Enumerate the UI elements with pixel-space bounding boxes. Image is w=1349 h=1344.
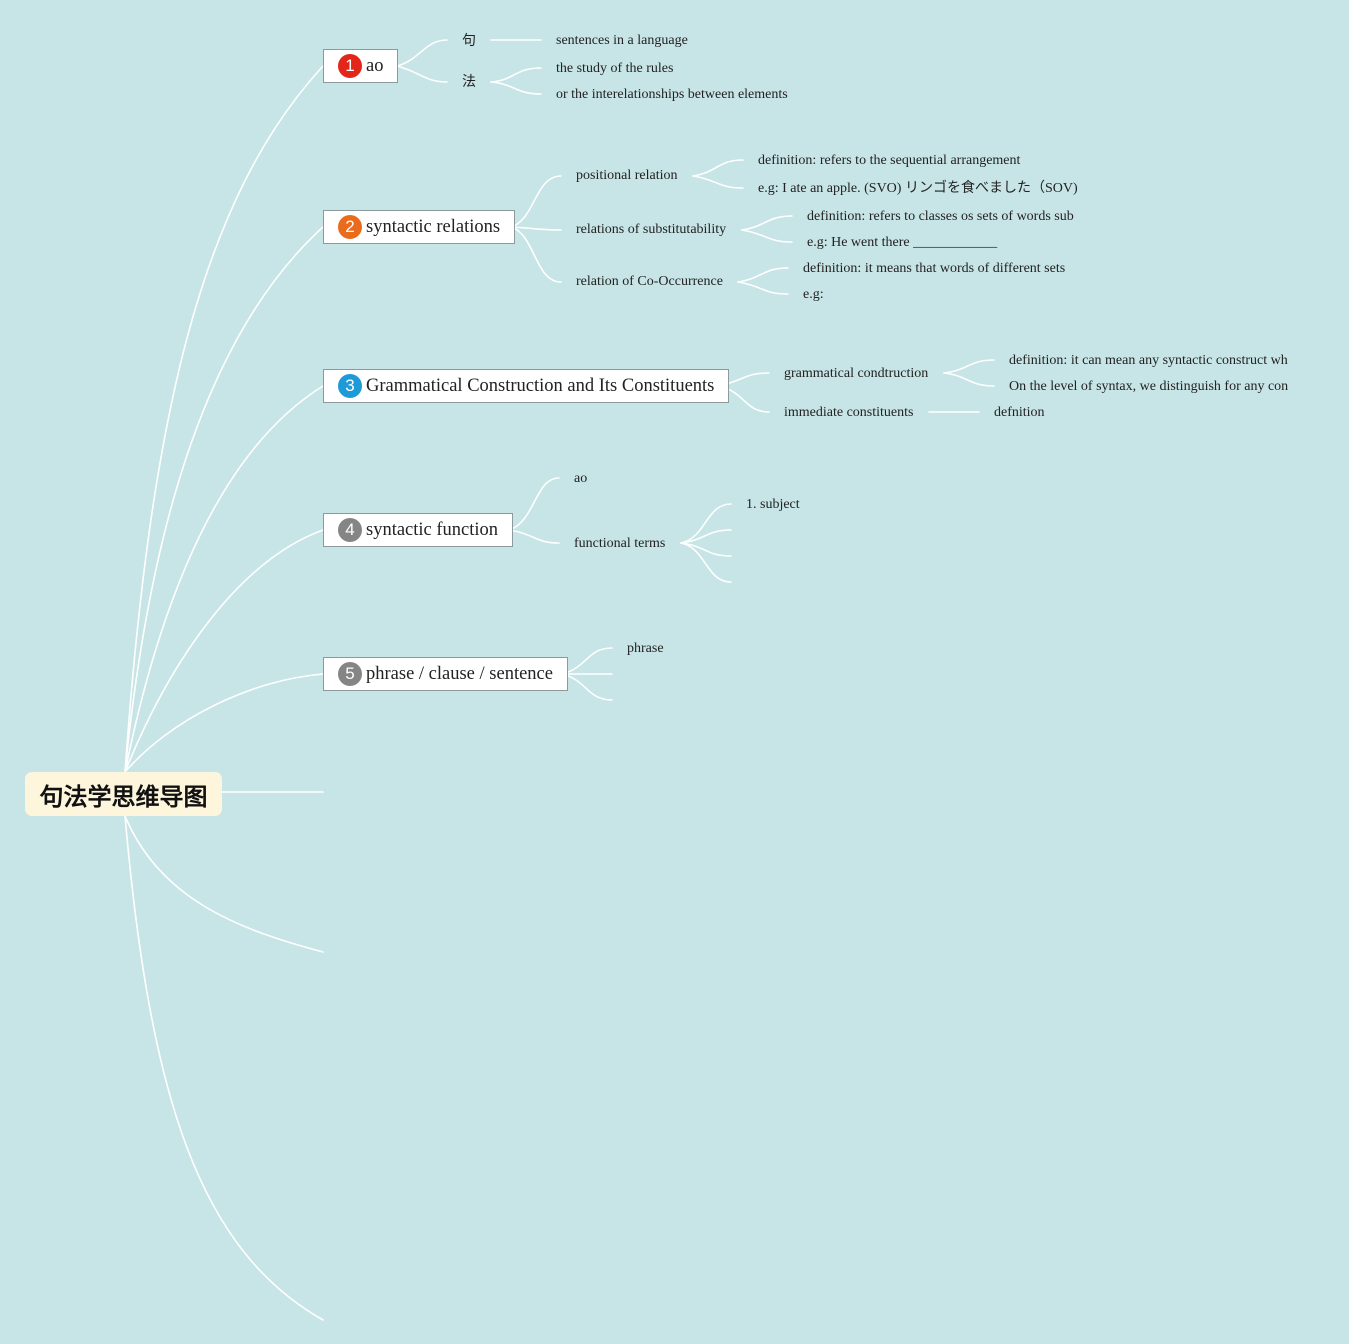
detail-3-1-1[interactable]: definition: it can mean any syntactic co… [1009, 353, 1288, 368]
detail-2-3-1[interactable]: definition: it means that words of diffe… [803, 261, 1066, 276]
topic-1-badge: 1 [338, 54, 362, 78]
detail-2-1-2[interactable]: e.g: I ate an apple. (SVO) リンゴを食べました（SOV… [758, 181, 1078, 196]
link-root-topic-4 [124, 529, 324, 773]
subtopic-1-2[interactable]: 法 [462, 74, 476, 90]
topic-2-badge: 2 [338, 215, 362, 239]
subtopic-4-1[interactable]: ao [574, 471, 588, 486]
root-topic[interactable]: 句法学思维导图 [25, 772, 222, 816]
topic-4-label: syntactic function [366, 519, 499, 540]
topic-4-badge: 4 [338, 518, 362, 542]
detail-1-2-2[interactable]: or the interelationships between element… [556, 87, 788, 102]
link-root-topic-3 [124, 385, 324, 773]
subtopic-5-1[interactable]: phrase [627, 641, 664, 656]
detail-2-3-2[interactable]: e.g: [803, 287, 824, 302]
subtopic-4-2[interactable]: functional terms [574, 536, 666, 551]
root-title: 句法学思维导图 [39, 782, 208, 811]
topic-1[interactable]: 1 ao [323, 49, 399, 83]
detail-1-2-1[interactable]: the study of the rules [556, 61, 674, 76]
detail-2-2-2[interactable]: e.g: He went there ____________ [807, 235, 998, 250]
subtopic-2-2[interactable]: relations of substitutability [576, 222, 727, 237]
topic-2-label: syntactic relations [366, 216, 501, 237]
subtopic-1-1[interactable]: 句 [462, 33, 476, 49]
link-root-topic-1 [124, 65, 324, 773]
topic-5-badge: 5 [338, 662, 362, 686]
link-root-topic-2 [124, 226, 324, 773]
detail-2-2-1[interactable]: definition: refers to classes os sets of… [807, 209, 1074, 224]
link-root-empty-3 [124, 815, 324, 1321]
subtopic-3-2[interactable]: immediate constituents [784, 405, 914, 420]
subtopic-2-1[interactable]: positional relation [576, 168, 678, 183]
link-root-empty-2 [124, 815, 324, 953]
subtopic-3-1[interactable]: grammatical condtruction [784, 366, 929, 381]
link-root-topic-5 [124, 673, 324, 773]
detail-1-1-1[interactable]: sentences in a language [556, 33, 688, 48]
detail-3-1-2[interactable]: On the level of syntax, we distinguish f… [1009, 379, 1289, 394]
topic-5[interactable]: 5 phrase / clause / sentence [323, 657, 568, 691]
topic-3[interactable]: 3 Grammatical Construction and Its Const… [323, 369, 730, 403]
detail-4-2-1[interactable]: 1. subject [746, 497, 800, 512]
topic-4[interactable]: 4 syntactic function [323, 513, 514, 547]
topic-3-badge: 3 [338, 374, 362, 398]
topic-5-label: phrase / clause / sentence [366, 663, 553, 684]
topic-3-label: Grammatical Construction and Its Constit… [366, 375, 715, 396]
subtopic-2-3[interactable]: relation of Co-Occurrence [576, 274, 723, 289]
detail-2-1-1[interactable]: definition: refers to the sequential arr… [758, 153, 1021, 168]
topic-2[interactable]: 2 syntactic relations [323, 210, 516, 244]
detail-3-2-1[interactable]: defnition [994, 405, 1045, 420]
topic-1-label: ao [366, 55, 384, 76]
